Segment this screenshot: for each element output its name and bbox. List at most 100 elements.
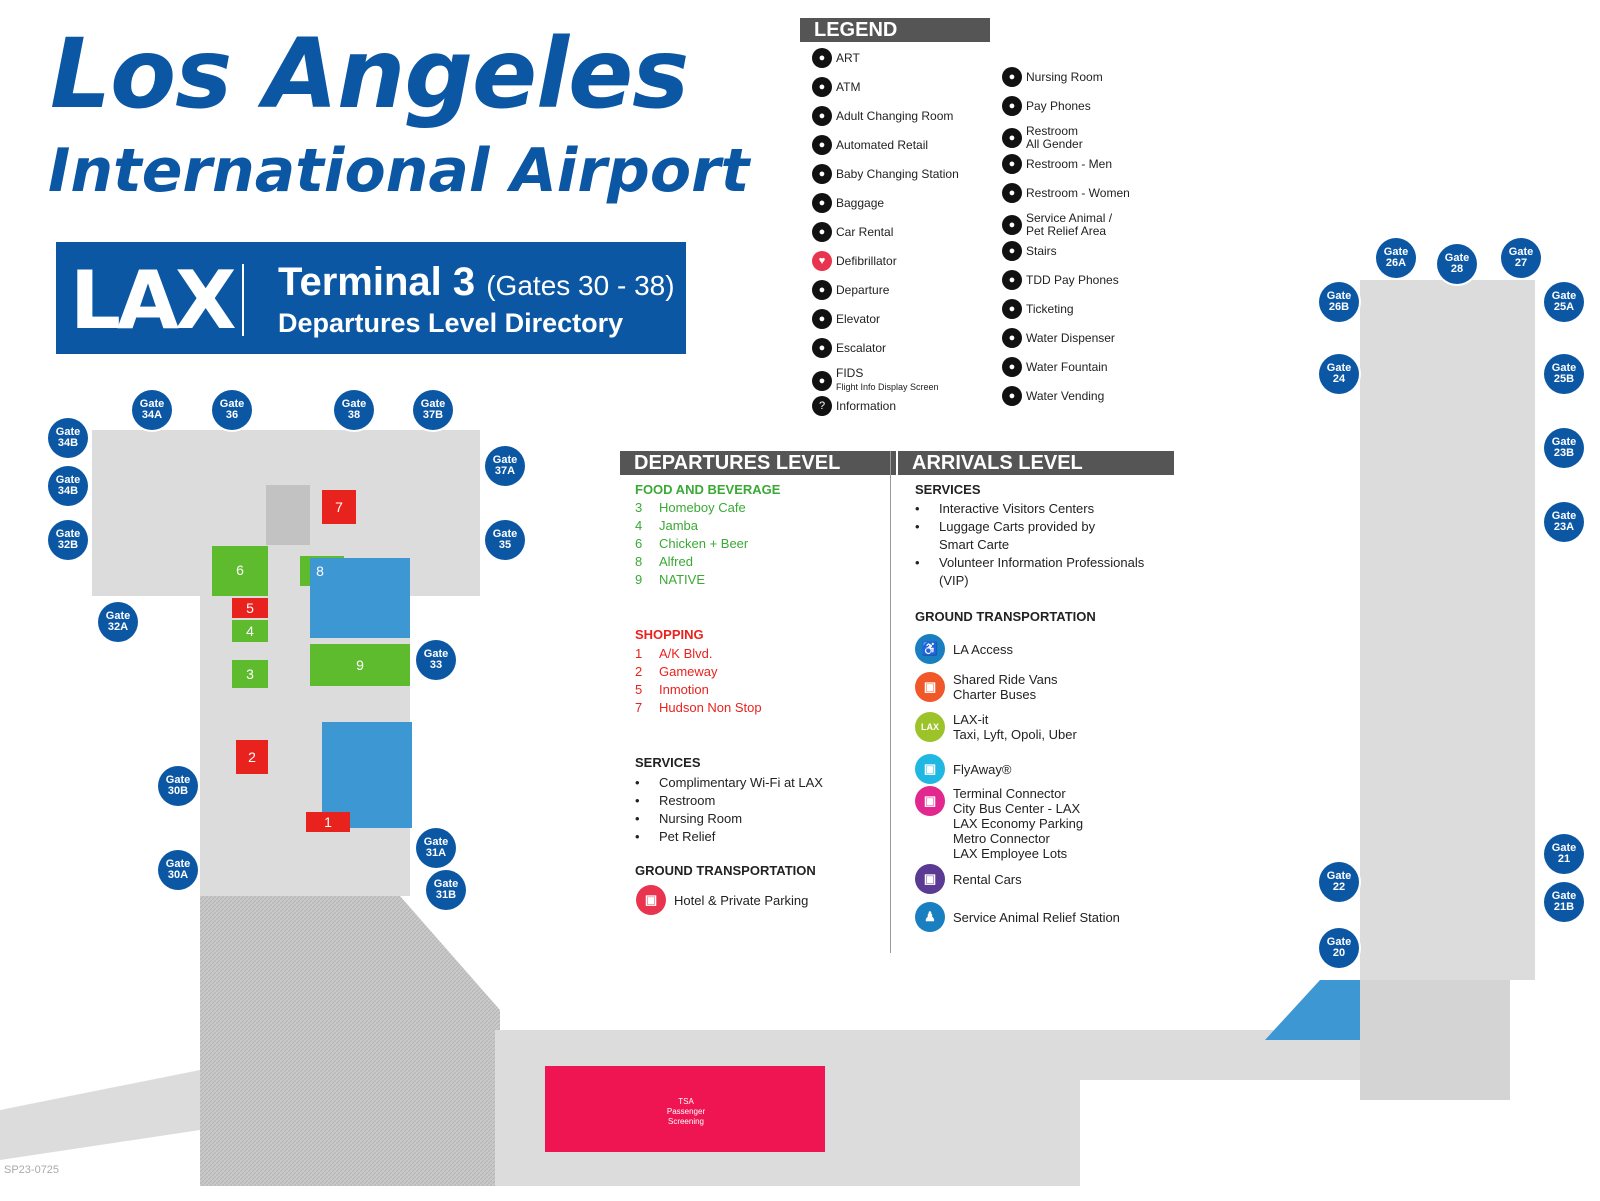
legend-label-main: Restroom [1026, 124, 1079, 138]
gate-number: 24 [1332, 373, 1346, 385]
legend-item: ●Departure [812, 280, 889, 300]
arr-ground-line: Terminal Connector [953, 786, 1066, 801]
legend-label-main: Escalator [836, 340, 887, 355]
nursing-room-icon: ● [1002, 67, 1022, 87]
arr-ground-label: Service Animal Relief Station [953, 910, 1120, 925]
gate-number: 21B [1553, 901, 1575, 913]
gate-number: 20 [1332, 947, 1346, 959]
store-7 [322, 490, 356, 524]
arr-ground-item: ♿LA Access [915, 634, 1013, 664]
legend-label-main: Pay Phones [1026, 98, 1091, 113]
bullet-dot: • [915, 501, 920, 516]
store-number-label: 8 [316, 563, 324, 579]
legend-item: ● Nursing Room [1002, 67, 1103, 87]
legend-item: ●Service Animal /Pet Relief Area [1002, 212, 1112, 238]
legend-label-main: Baggage [836, 195, 885, 210]
shopping-number: 1 [635, 646, 643, 661]
gate-word: Gate [139, 398, 165, 410]
gate-number: 30B [167, 785, 189, 797]
hotel-parking-icon: ▣ [636, 885, 666, 915]
restroom-women-icon: ● [1002, 183, 1022, 203]
defibrillator-icon: ♥ [812, 251, 832, 271]
legend-label-main: Nursing Room [1026, 69, 1103, 84]
legend-label: Baby Changing Station [836, 167, 959, 181]
water-fountain-icon: ● [1002, 357, 1022, 377]
gate-word: Gate [423, 648, 449, 660]
arr-service-item: •Volunteer Information Professionals(VIP… [915, 554, 1144, 590]
gate-number: 36 [225, 409, 239, 421]
gate-word: Gate [219, 398, 245, 410]
dep-service-text: Pet Relief [659, 829, 716, 844]
gate-word: Gate [1551, 290, 1577, 302]
legend-label: ATM [836, 80, 860, 94]
gate-word: Gate [55, 426, 81, 438]
store-number-label: 3 [246, 666, 254, 682]
arr-service-text: Luggage Carts provided by [939, 519, 1096, 534]
arr-service-text-2: (VIP) [939, 573, 969, 588]
west-hatched-area [200, 896, 500, 1186]
shopping-name: Gameway [659, 664, 718, 679]
dep-service-item: •Restroom [635, 793, 715, 808]
legend-item: ●Baby Changing Station [812, 164, 959, 184]
gate-number: 33 [429, 659, 443, 671]
legend-label-main: ART [836, 50, 860, 65]
legend-label-main: Information [836, 398, 897, 413]
gate-number: 34B [57, 485, 79, 497]
dep-ground-heading: GROUND TRANSPORTATION [635, 863, 816, 878]
arrivals-heading: ARRIVALS LEVEL [898, 451, 1174, 475]
arr-ground-line: Rental Cars [953, 871, 1022, 887]
pay-phones-icon: ● [1002, 96, 1022, 116]
east-blue-area [1265, 980, 1360, 1040]
store-2 [236, 740, 268, 774]
legend-label-sub: All Gender [1026, 137, 1083, 151]
legend-label-main: Adult Changing Room [836, 108, 954, 123]
east-concourse-south [1360, 980, 1510, 1100]
gate-word: Gate [1444, 252, 1470, 264]
legend-label-main: Service Animal / [1026, 211, 1113, 225]
gate-number: 27 [1514, 257, 1528, 269]
gate-word: Gate [165, 774, 191, 786]
ticketing-icon: ● [1002, 299, 1022, 319]
column-divider [890, 451, 891, 953]
car-rental-icon: ● [812, 222, 832, 242]
legend-item: ●Restroom - Men [1002, 154, 1112, 174]
arr-ground-line: LAX-it [953, 712, 989, 727]
store-4 [232, 620, 268, 642]
dep-service-text: Complimentary Wi-Fi at LAX [659, 775, 823, 790]
water-vending-icon: ● [1002, 386, 1022, 406]
title-line-1: Los Angeles [50, 18, 689, 130]
gate-word: Gate [492, 528, 518, 540]
legend-label-sub: Flight Info Display Screen [836, 382, 939, 392]
gate-number: 23A [1553, 521, 1575, 533]
legend-item: ●Restroom - Women [1002, 183, 1130, 203]
stairs-icon: ● [1002, 241, 1022, 261]
atm-icon: ● [812, 77, 832, 97]
west-walkway [0, 1070, 200, 1160]
gate-word: Gate [1383, 246, 1409, 258]
terminal-connector-icon: ▣ [915, 786, 945, 816]
legend-item: ?Information [812, 396, 896, 416]
arr-ground-item: ♟Service Animal Relief Station [915, 902, 1120, 932]
gate-word: Gate [1326, 362, 1352, 374]
legend-label: Service Animal /Pet Relief Area [1026, 212, 1112, 238]
gate-number: 23B [1553, 447, 1575, 459]
gate-word: Gate [492, 454, 518, 466]
gate-number: 37B [422, 409, 444, 421]
dep-ground-label: Hotel & Private Parking [674, 892, 809, 908]
arr-ground-line: LAX Employee Lots [953, 846, 1068, 861]
terminal-banner: LAX Terminal 3 (Gates 30 - 38) Departure… [56, 242, 686, 354]
